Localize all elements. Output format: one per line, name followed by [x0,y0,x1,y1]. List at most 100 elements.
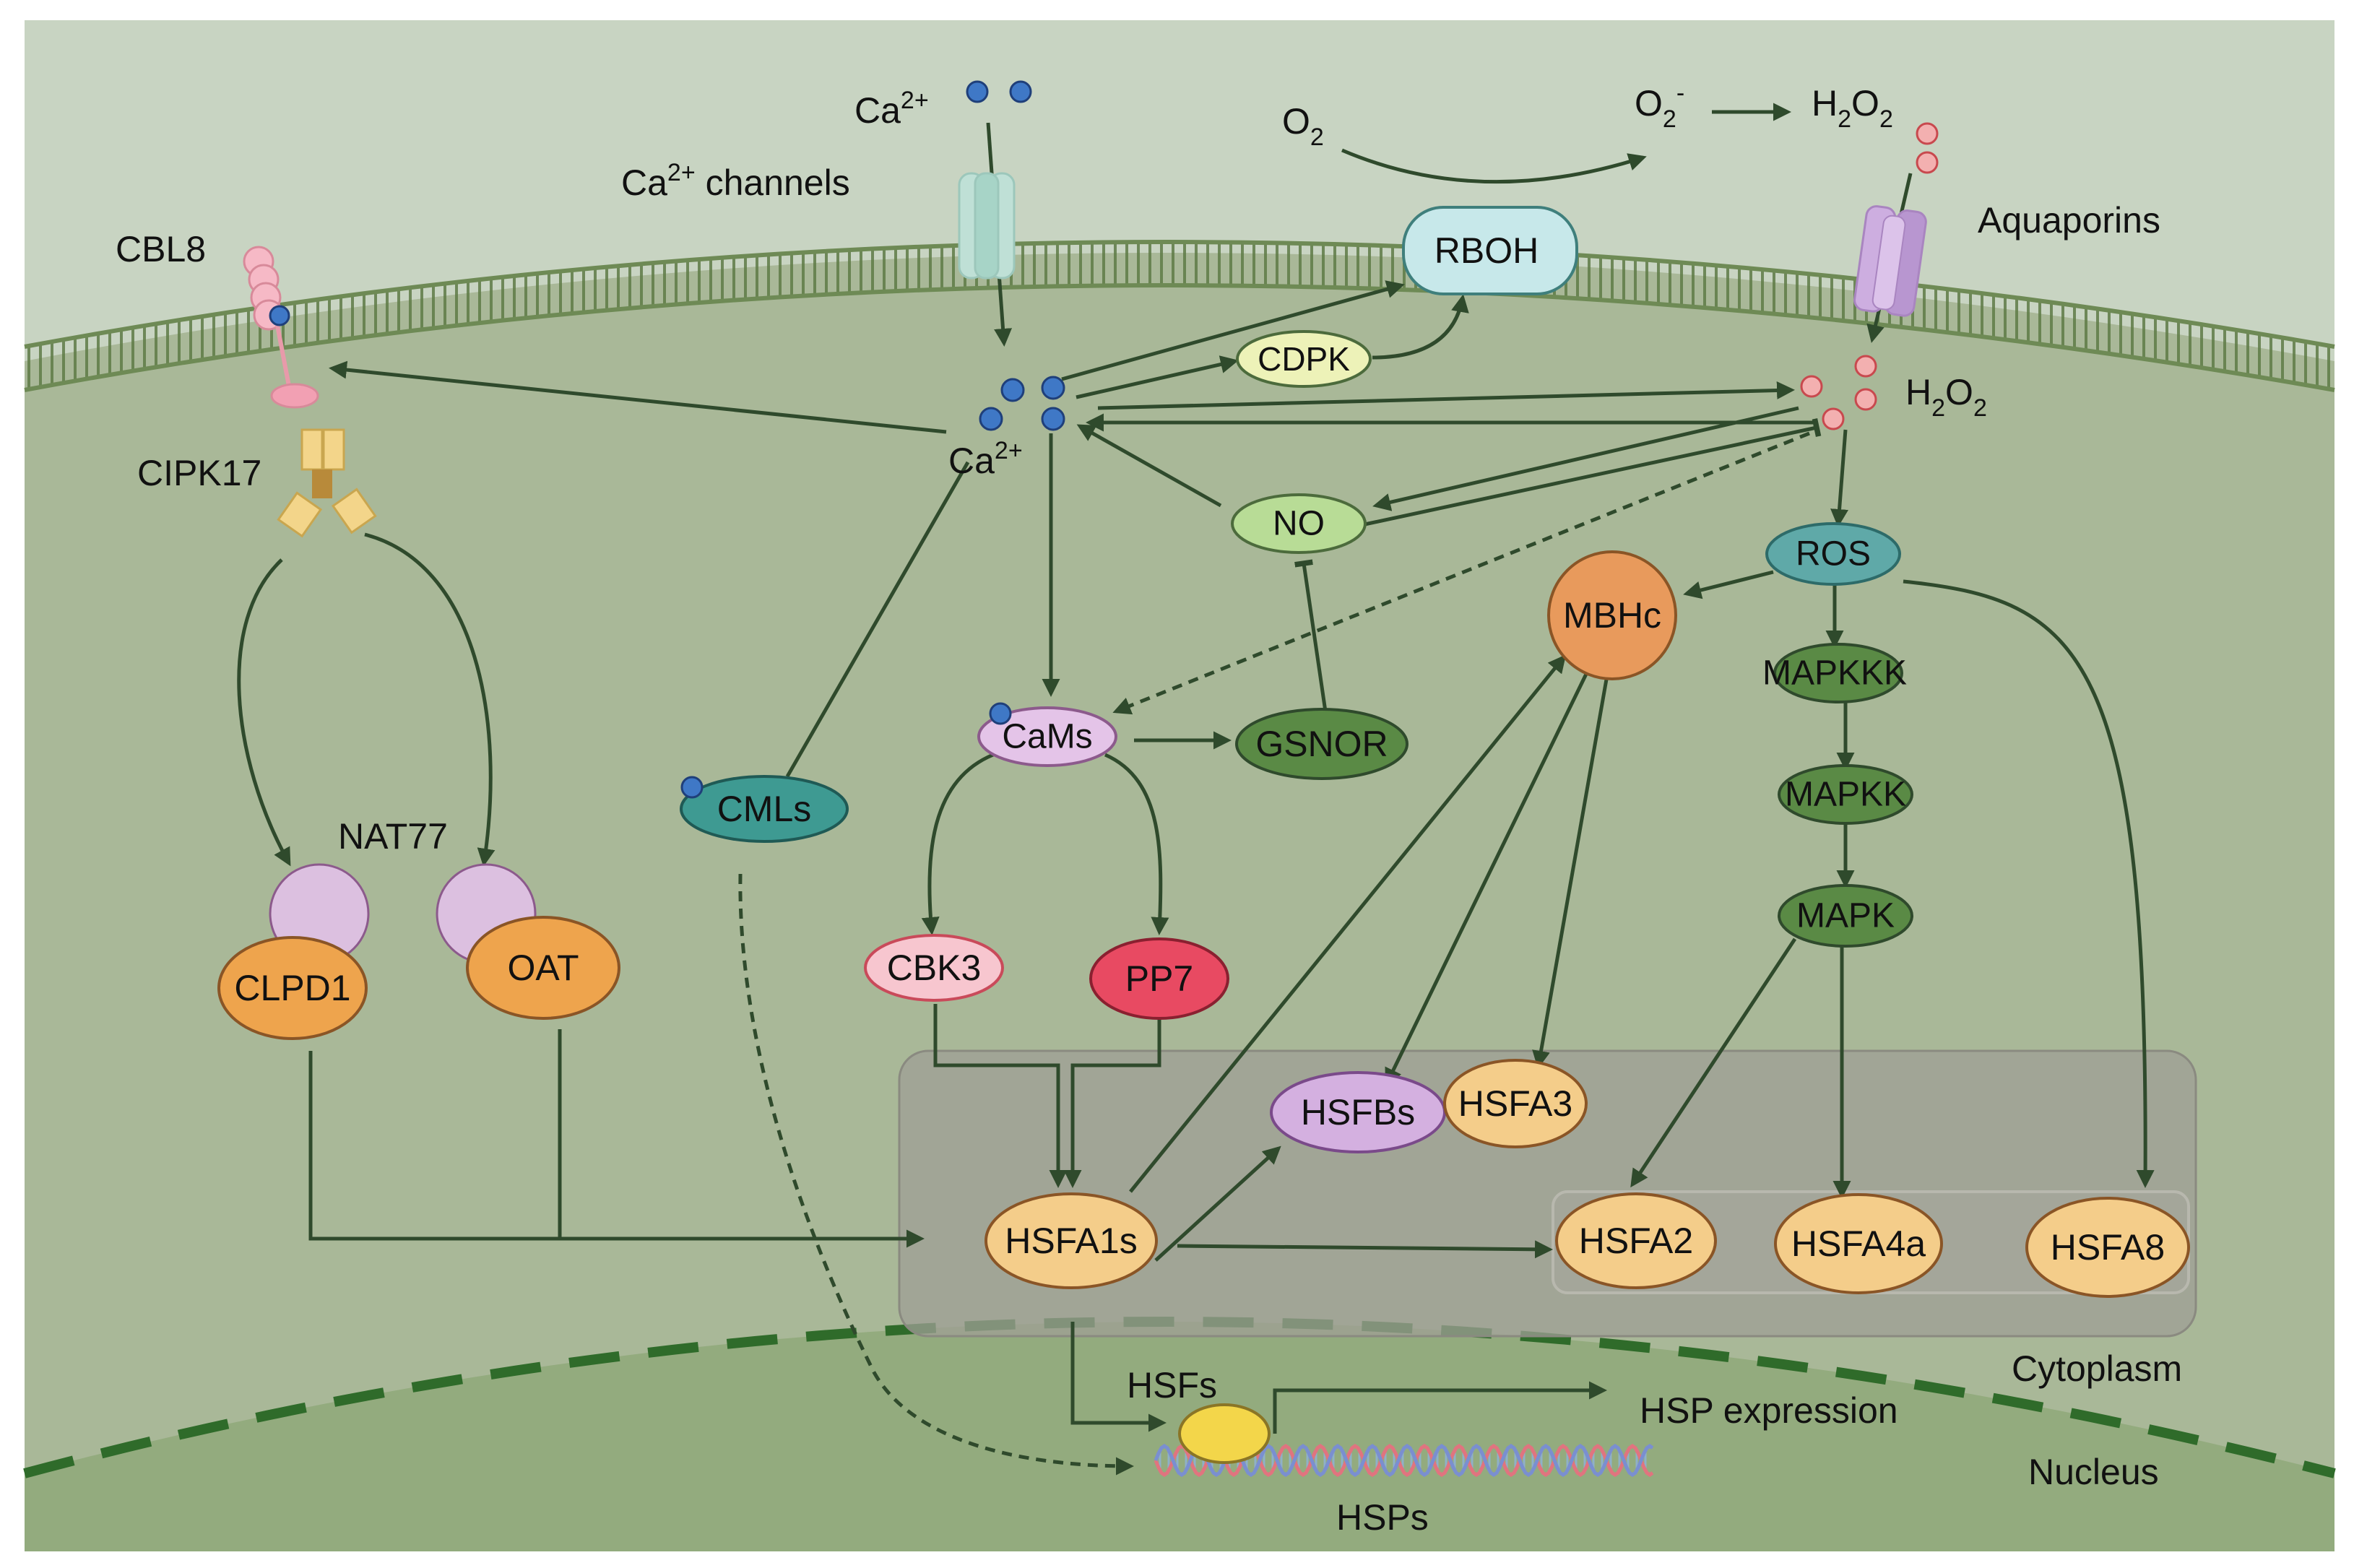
hsfa8-node: HSFA8 [2025,1197,2190,1298]
pp7-node: PP7 [1089,937,1229,1020]
edge-pp7-to-hsfa1s [1063,1018,1161,1188]
edge-gsnor-inhibits-no [1294,559,1328,712]
edge-hsfs-to-hsp-expression [1273,1381,1607,1434]
edge-no-to-ca [1076,424,1222,508]
edge-cams-to-cbk3 [921,753,994,935]
edge-h2o2-to-cams-dashed [1112,431,1810,715]
cdpk-node: CDPK [1236,330,1372,388]
edge-o2-to-superoxide [1341,148,1647,184]
edge-ros-to-mbhc [1683,570,1774,599]
edge-h2o2-to-ros [1830,429,1848,527]
edge-cbk3-to-hsfa1s [933,1004,1068,1188]
ca-extracellular-label: Ca2+ [854,87,929,131]
hsfa2-node: HSFA2 [1555,1192,1717,1289]
edge-ca-to-h2o2 [1097,381,1795,410]
hsfbs-node: HSFBs [1270,1071,1446,1153]
cbl8-cipk17-complex [243,246,377,538]
svg-text:CaMs: CaMs [1002,718,1092,756]
svg-text:OAT: OAT [507,948,579,988]
edge-no-to-h2o2 [1357,417,1822,528]
cbl8-label: CBL8 [116,229,206,269]
hsfa3-node: HSFA3 [1443,1059,1588,1148]
edge-ros-to-hsfa8 [1903,579,2155,1188]
edge-h2o2-to-no [1372,406,1799,511]
hsp-expression-label: HSP expression [1640,1390,1898,1431]
dna-strand-a [1154,1443,1654,1478]
no-node: NO [1231,493,1367,554]
h2o2-cytoplasm-label: H2O2 [1905,372,1987,422]
hsfa4a-node: HSFA4a [1774,1193,1943,1294]
edge-ca-to-cbl8 [329,360,947,434]
edge-hsfa1s-to-hsfbs [1154,1145,1281,1262]
superoxide-label: O2- [1635,79,1684,133]
nat77-label: NAT77 [338,816,448,857]
cbl8-ca-ion [269,305,290,326]
svg-text:MAPKKK: MAPKKK [1762,654,1907,693]
cams-ca-ion [989,702,1012,725]
mapk-node: MAPK [1778,884,1913,948]
edge-cipk17-to-oat [364,532,496,867]
h2o2-ions-extracellular [1916,122,1939,174]
hsps-label: HSPs [1336,1497,1429,1538]
svg-text:ROS: ROS [1796,535,1871,573]
plasma-membrane-edge-top [24,240,2335,349]
svg-text:HSFA1s: HSFA1s [1005,1221,1137,1261]
h2o2-extracellular-label: H2O2 [1812,83,1893,133]
edge-hsfa1s-to-hsfa2 [1177,1240,1553,1259]
edge-hsfa1s-to-hsfs [1070,1322,1167,1432]
oat-node: OAT [466,916,620,1020]
edge-cmls-to-hsps-dashed [738,873,1134,1476]
ca-channel [958,172,1016,280]
edge-hsfa1s-to-mbhc [1129,654,1567,1193]
mapkk-node: MAPKK [1778,764,1913,825]
svg-text:CDPK: CDPK [1258,340,1350,378]
edge-cdpk-to-rboh [1372,294,1469,360]
hsfa1s-node: HSFA1s [985,1192,1158,1289]
edge-cams-to-pp7 [1104,753,1169,935]
cams-node: CaMs [977,706,1117,767]
svg-text:HSFA2: HSFA2 [1579,1221,1693,1261]
hsfs-label: HSFs [1127,1365,1217,1405]
rboh-node: RBOH [1402,206,1578,295]
edge-ca-to-cdpk [1076,355,1239,399]
svg-text:HSFBs: HSFBs [1301,1092,1415,1132]
svg-text:PP7: PP7 [1125,958,1194,999]
cbk3-node: CBK3 [864,934,1004,1002]
svg-text:HSFA8: HSFA8 [2051,1227,2165,1268]
cytoplasm-label: Cytoplasm [2012,1348,2182,1389]
svg-text:CBK3: CBK3 [887,948,982,988]
edge-clpd1-to-hsfa1s [308,1051,925,1248]
ca-cytoplasm-label: Ca2+ [948,437,1023,481]
svg-text:NO: NO [1273,505,1325,543]
edge-mapk-to-hsfa2 [1630,937,1797,1188]
svg-text:RBOH: RBOH [1435,230,1539,271]
ca-ions-cytoplasm [979,376,1065,431]
nucleus-label: Nucleus [2028,1452,2159,1492]
plasma-membrane [25,242,2334,390]
ca-ions-extracellular [966,80,1032,103]
aquaporin-channel [1853,205,1927,317]
svg-text:MAPK: MAPK [1796,897,1895,935]
ca-channels-label: Ca2+ channels [621,159,850,203]
edge-mbhc-to-hsfbs [1385,667,1591,1087]
gsnor-node: GSNOR [1235,708,1408,780]
svg-text:HSFA4a: HSFA4a [1791,1223,1926,1264]
o2-label: O2 [1282,101,1324,151]
aquaporins-label: Aquaporins [1978,200,2160,241]
svg-text:MBHc: MBHc [1563,595,1661,636]
hsfs-oval [1178,1403,1271,1464]
edge-ca-to-rboh [1061,280,1405,381]
svg-text:CLPD1: CLPD1 [234,968,350,1008]
svg-text:MAPKK: MAPKK [1785,776,1906,814]
edge-cipk17-to-clpd1 [237,558,291,867]
h2o2-ions-cytoplasm [1800,355,1877,430]
cmls-ca-ion [680,776,704,799]
mapkkk-node: MAPKKK [1762,643,1907,703]
svg-text:GSNOR: GSNOR [1255,724,1388,764]
svg-text:CMLs: CMLs [717,789,812,829]
ros-node: ROS [1765,522,1901,586]
svg-text:HSFA3: HSFA3 [1458,1083,1572,1124]
edge-ca-to-cmls [785,461,970,778]
cmls-node: CMLs [680,775,849,843]
